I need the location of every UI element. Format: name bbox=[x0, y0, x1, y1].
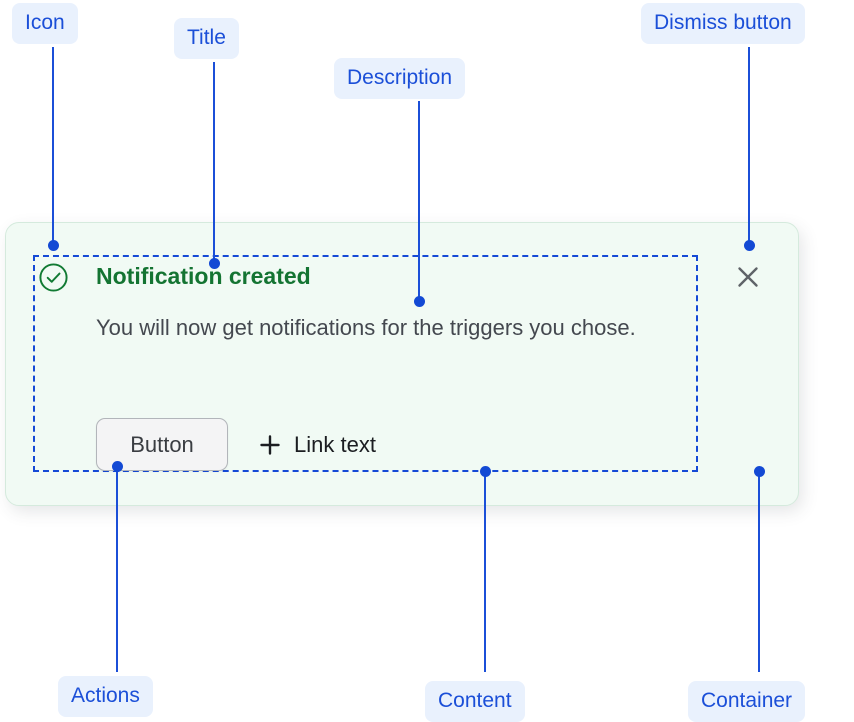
notification-title: Notification created bbox=[96, 263, 311, 289]
close-icon bbox=[733, 267, 763, 295]
annotation-dot-content bbox=[479, 465, 491, 477]
annotation-chip-icon: Icon bbox=[12, 3, 78, 44]
action-link-label: Link text bbox=[294, 431, 376, 457]
annotation-dot-icon bbox=[47, 239, 59, 251]
annotation-leader-description bbox=[418, 101, 420, 301]
annotation-chip-container: Container bbox=[688, 681, 806, 722]
plus-icon bbox=[259, 434, 281, 456]
annotation-leader-title bbox=[213, 62, 215, 263]
dismiss-button[interactable] bbox=[733, 262, 763, 292]
annotation-dot-description bbox=[413, 295, 425, 307]
content-region-outline bbox=[33, 255, 698, 472]
annotation-leader-dismiss bbox=[748, 47, 750, 245]
annotation-leader-content bbox=[484, 471, 486, 672]
annotation-dot-dismiss bbox=[743, 239, 755, 251]
circle-check-icon bbox=[38, 262, 69, 293]
annotation-leader-actions bbox=[116, 466, 118, 672]
notification-actions: Button Link text bbox=[96, 418, 376, 471]
annotation-leader-container bbox=[758, 471, 760, 672]
action-link[interactable]: Link text bbox=[259, 432, 376, 458]
annotation-leader-icon bbox=[52, 47, 54, 245]
annotation-chip-content: Content bbox=[425, 681, 525, 722]
annotation-chip-dismiss: Dismiss button bbox=[641, 3, 805, 44]
annotation-chip-description: Description bbox=[334, 58, 466, 99]
annotation-dot-container bbox=[753, 465, 765, 477]
annotation-dot-title bbox=[208, 257, 220, 269]
annotation-chip-title: Title bbox=[174, 18, 239, 59]
notification-description: You will now get notifications for the t… bbox=[96, 315, 636, 340]
annotation-dot-actions bbox=[111, 460, 123, 472]
annotation-chip-actions: Actions bbox=[58, 676, 153, 717]
